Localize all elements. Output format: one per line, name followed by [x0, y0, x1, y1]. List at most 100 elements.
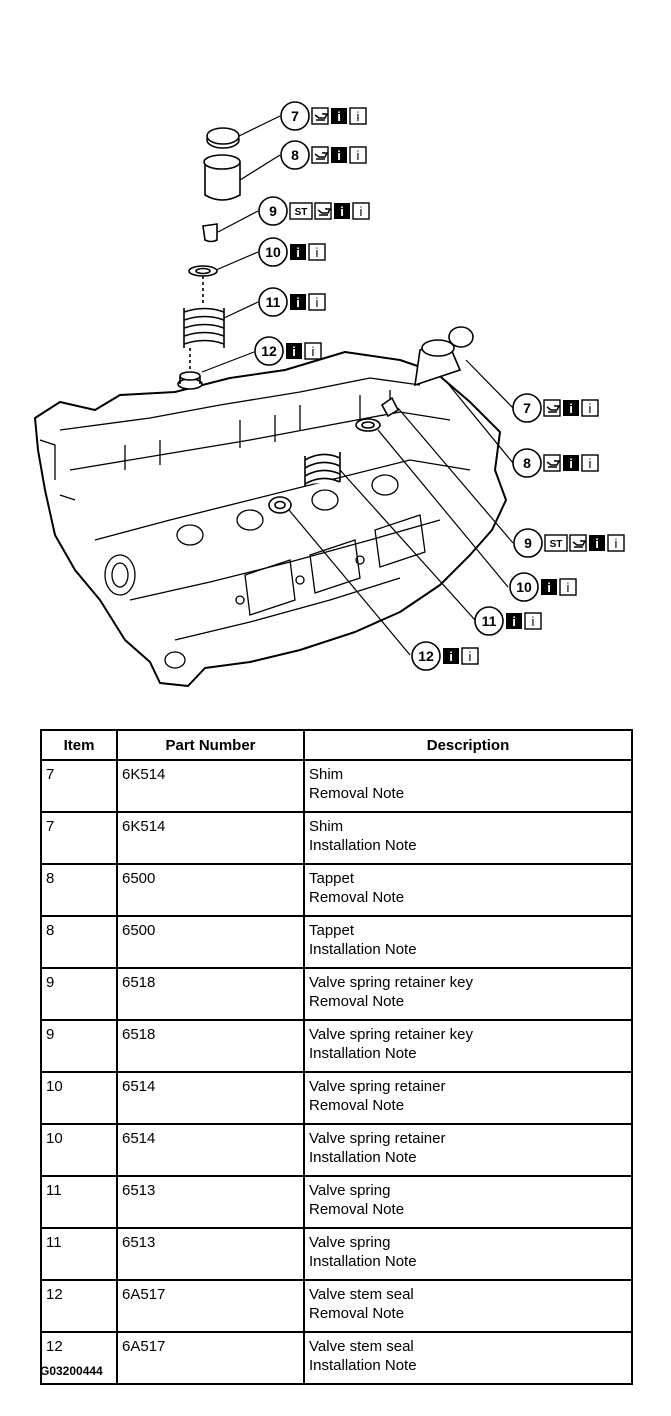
item-cell-text: 7	[46, 766, 55, 783]
item-cell: 12	[40, 1331, 118, 1385]
item-cell-text: 10	[46, 1130, 63, 1147]
valve-components-right	[268, 326, 474, 514]
info-outline-icon: i	[308, 293, 326, 311]
info-outline-icon: i	[607, 534, 625, 552]
procedure-note: Removal Note	[309, 785, 405, 802]
item-cell: 11	[40, 1227, 118, 1281]
leader-lines	[201, 115, 514, 656]
item-cell: 8	[40, 915, 118, 969]
part-name: Tappet	[309, 922, 355, 939]
procedure-note: Installation Note	[309, 1149, 417, 1166]
item-cell: 11	[40, 1175, 118, 1229]
info-solid-icon: i	[563, 455, 579, 471]
svg-text:i: i	[569, 456, 573, 471]
part-number-cell-text: 6513	[122, 1234, 156, 1251]
svg-text:i: i	[296, 245, 300, 260]
svg-text:7: 7	[291, 108, 299, 124]
part-number-cell-text: 6518	[122, 974, 156, 991]
procedure-note: Installation Note	[309, 941, 417, 958]
special-tool-icon: ST	[289, 202, 313, 220]
svg-text:7: 7	[523, 400, 531, 416]
svg-text:i: i	[449, 649, 453, 664]
svg-text:10: 10	[265, 244, 281, 260]
procedure-note: Removal Note	[309, 1097, 405, 1114]
part-number-cell-text: 6K514	[122, 818, 166, 835]
info-outline-icon: i	[352, 202, 370, 220]
svg-text:i: i	[292, 344, 296, 359]
svg-text:i: i	[532, 614, 535, 629]
item-cell: 7	[40, 759, 118, 813]
svg-text:i: i	[296, 295, 300, 310]
svg-text:11: 11	[482, 613, 497, 629]
item-cell: 9	[40, 1019, 118, 1073]
svg-text:i: i	[615, 536, 618, 551]
callout-icons: ST i i	[289, 202, 370, 220]
svg-text:9: 9	[269, 203, 277, 219]
item-cell-text: 11	[46, 1234, 62, 1251]
item-cell-text: 9	[46, 1026, 55, 1043]
info-solid-icon: i	[443, 648, 459, 664]
svg-text:ST: ST	[295, 207, 308, 218]
svg-text:i: i	[357, 148, 360, 163]
svg-text:i: i	[340, 204, 344, 219]
callout: 9 ST i i	[258, 196, 370, 226]
info-solid-icon: i	[589, 535, 605, 551]
item-cell-text: 7	[46, 818, 55, 835]
special-tool-icon: ST	[544, 534, 568, 552]
part-number-cell: 6A517	[116, 1331, 305, 1385]
svg-text:i: i	[595, 536, 599, 551]
oil-can-icon	[314, 202, 332, 220]
svg-text:i: i	[547, 580, 551, 595]
info-solid-icon: i	[290, 244, 306, 260]
svg-text:i: i	[316, 295, 319, 310]
svg-text:i: i	[360, 204, 363, 219]
svg-text:i: i	[312, 344, 315, 359]
procedure-note: Installation Note	[309, 1253, 417, 1270]
part-number-cell: 6500	[116, 915, 305, 969]
svg-text:12: 12	[261, 343, 277, 359]
item-cell-text: 12	[46, 1286, 63, 1303]
svg-text:i: i	[357, 109, 360, 124]
part-number-cell: 6514	[116, 1071, 305, 1125]
oil-can-icon	[569, 534, 587, 552]
callout: 10 i i	[258, 237, 326, 267]
svg-text:i: i	[512, 614, 516, 629]
callout-icons: ST i i	[544, 534, 625, 552]
part-name: Valve spring retainer	[309, 1130, 446, 1147]
svg-text:i: i	[316, 245, 319, 260]
item-cell-text: 10	[46, 1078, 63, 1095]
item-cell-text: 12	[46, 1338, 63, 1355]
procedure-note: Removal Note	[309, 889, 405, 906]
item-cell-text: 9	[46, 974, 55, 991]
oil-can-icon	[543, 399, 561, 417]
item-cell: 10	[40, 1071, 118, 1125]
item-cell: 12	[40, 1279, 118, 1333]
svg-text:i: i	[589, 401, 592, 416]
info-solid-icon: i	[541, 579, 557, 595]
procedure-note: Removal Note	[309, 1201, 405, 1218]
svg-text:8: 8	[291, 147, 299, 163]
info-outline-icon: i	[581, 454, 599, 472]
svg-text:i: i	[469, 649, 472, 664]
